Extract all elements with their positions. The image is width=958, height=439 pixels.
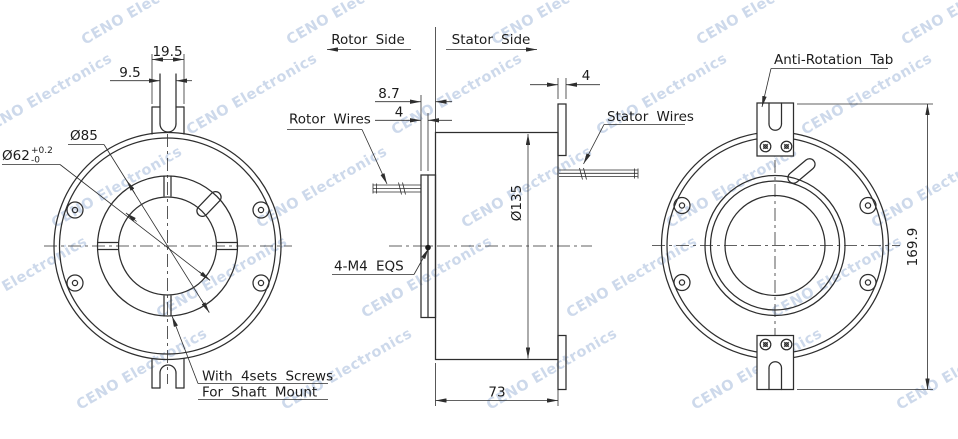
front-bore-circle <box>117 196 218 296</box>
front-bore-dia-text: Ø62 <box>2 148 30 164</box>
side-view: Rotor Side Stator Side Rotor Wires <box>287 27 694 406</box>
side-length-dimension: 73 <box>435 363 559 406</box>
front-screw-holes <box>66 201 270 292</box>
watermark-text: CENO Electronics <box>49 144 185 232</box>
side-flange-dimensions: 8.7 4 <box>375 86 452 171</box>
front-oval-slot <box>196 191 222 217</box>
stator-side-label: Stator Side <box>452 32 531 48</box>
front-bore-tol-lower: -0 <box>31 156 40 166</box>
rear-top-tab <box>756 102 795 157</box>
anti-rotation-tab-text: Anti-Rotation Tab <box>774 52 893 68</box>
front-top-tab <box>151 73 185 135</box>
rear-view: Anti-Rotation Tab 169.9 <box>652 52 933 391</box>
side-mount-screws-note: 4-M4 EQS <box>332 244 431 275</box>
watermark-text: CENO Electronics <box>694 0 830 48</box>
front-shaft-mount-note-line2: For Shaft Mount <box>202 385 317 401</box>
rotor-wires-label: Rotor Wires <box>287 112 388 185</box>
stator-wires <box>559 167 639 180</box>
front-tab-slot-dimension: 9.5 <box>110 65 192 83</box>
overall-height-dim-text: 169.9 <box>905 228 921 267</box>
stator-wires-label: Stator Wires <box>583 109 694 165</box>
watermark-text: CENO Electronics <box>0 234 90 322</box>
side-stator-plate-top <box>557 103 567 157</box>
rear-oval-slot <box>787 158 816 184</box>
watermark-text: CENO Electronics <box>0 51 115 139</box>
mount-screws-note-text: 4-M4 EQS <box>334 259 404 275</box>
watermark-text: CENO Electronics <box>899 0 958 48</box>
front-outer-inner-circle <box>58 137 277 355</box>
side-stator-plate-dimension: 4 <box>530 68 600 99</box>
watermark-text: CENO Electronics <box>594 51 730 139</box>
rotor-wires-text: Rotor Wires <box>289 112 371 128</box>
rear-bore-circle <box>724 194 826 297</box>
front-flange-circle <box>96 175 239 317</box>
watermark-text: CENO Electronics <box>869 144 958 232</box>
rear-ring-circle-inner <box>709 180 841 311</box>
watermark-text: CENO Electronics <box>389 51 525 139</box>
front-tab-width-dimension: 19.5 <box>151 44 185 104</box>
flange-offset-dim-text: 8.7 <box>378 86 399 102</box>
front-tab-width-text: 19.5 <box>152 44 182 60</box>
rear-bottom-tab <box>756 334 795 391</box>
watermark-text: CENO Electronics <box>254 144 390 232</box>
rotor-wires <box>372 182 421 195</box>
stator-plate-dim-text: 4 <box>582 68 591 84</box>
side-body-dia-dimension: Ø135 <box>509 134 531 359</box>
mount-screw-point <box>425 244 431 251</box>
watermark-text: CENO Electronics <box>79 0 215 48</box>
front-bore-dia-label: Ø62 +0.2 -0 <box>2 146 211 281</box>
front-bottom-tab <box>151 357 185 389</box>
front-setscrew-slots <box>96 175 239 317</box>
front-shaft-mount-note-line1: With 4sets Screws <box>202 369 333 385</box>
watermark-text: CENO Electronics <box>74 326 210 414</box>
front-flange-dia-label: Ø85 <box>68 128 210 313</box>
side-stator-plate-bottom <box>557 334 567 391</box>
body-dia-dim-text: Ø135 <box>509 185 525 221</box>
flange-plate-dim-text: 4 <box>395 105 404 121</box>
rear-screw-holes <box>673 196 877 292</box>
stator-wires-text: Stator Wires <box>607 109 694 125</box>
rear-tab-label: Anti-Rotation Tab <box>761 52 893 108</box>
watermark-text: CENO Electronics <box>894 326 958 414</box>
front-flange-dia-text: Ø85 <box>70 128 98 144</box>
front-shaft-mount-note: With 4sets Screws For Shaft Mount <box>171 315 333 401</box>
watermark-text: CENO Electronics <box>564 234 700 322</box>
rear-overall-height-dimension: 169.9 <box>797 103 933 390</box>
front-tab-slot-text: 9.5 <box>119 65 140 81</box>
watermark-text: CENO Electronics <box>459 144 595 232</box>
watermark-text: CENO Electronics <box>154 234 290 322</box>
front-view: 19.5 9.5 Ø85 Ø62 +0.2 -0 Wi <box>2 44 333 401</box>
front-bore-tol-upper: +0.2 <box>31 146 53 156</box>
body-length-dim-text: 73 <box>488 385 505 401</box>
rear-ring-circle-outer <box>704 174 846 317</box>
rotor-side-label: Rotor Side <box>331 32 405 48</box>
